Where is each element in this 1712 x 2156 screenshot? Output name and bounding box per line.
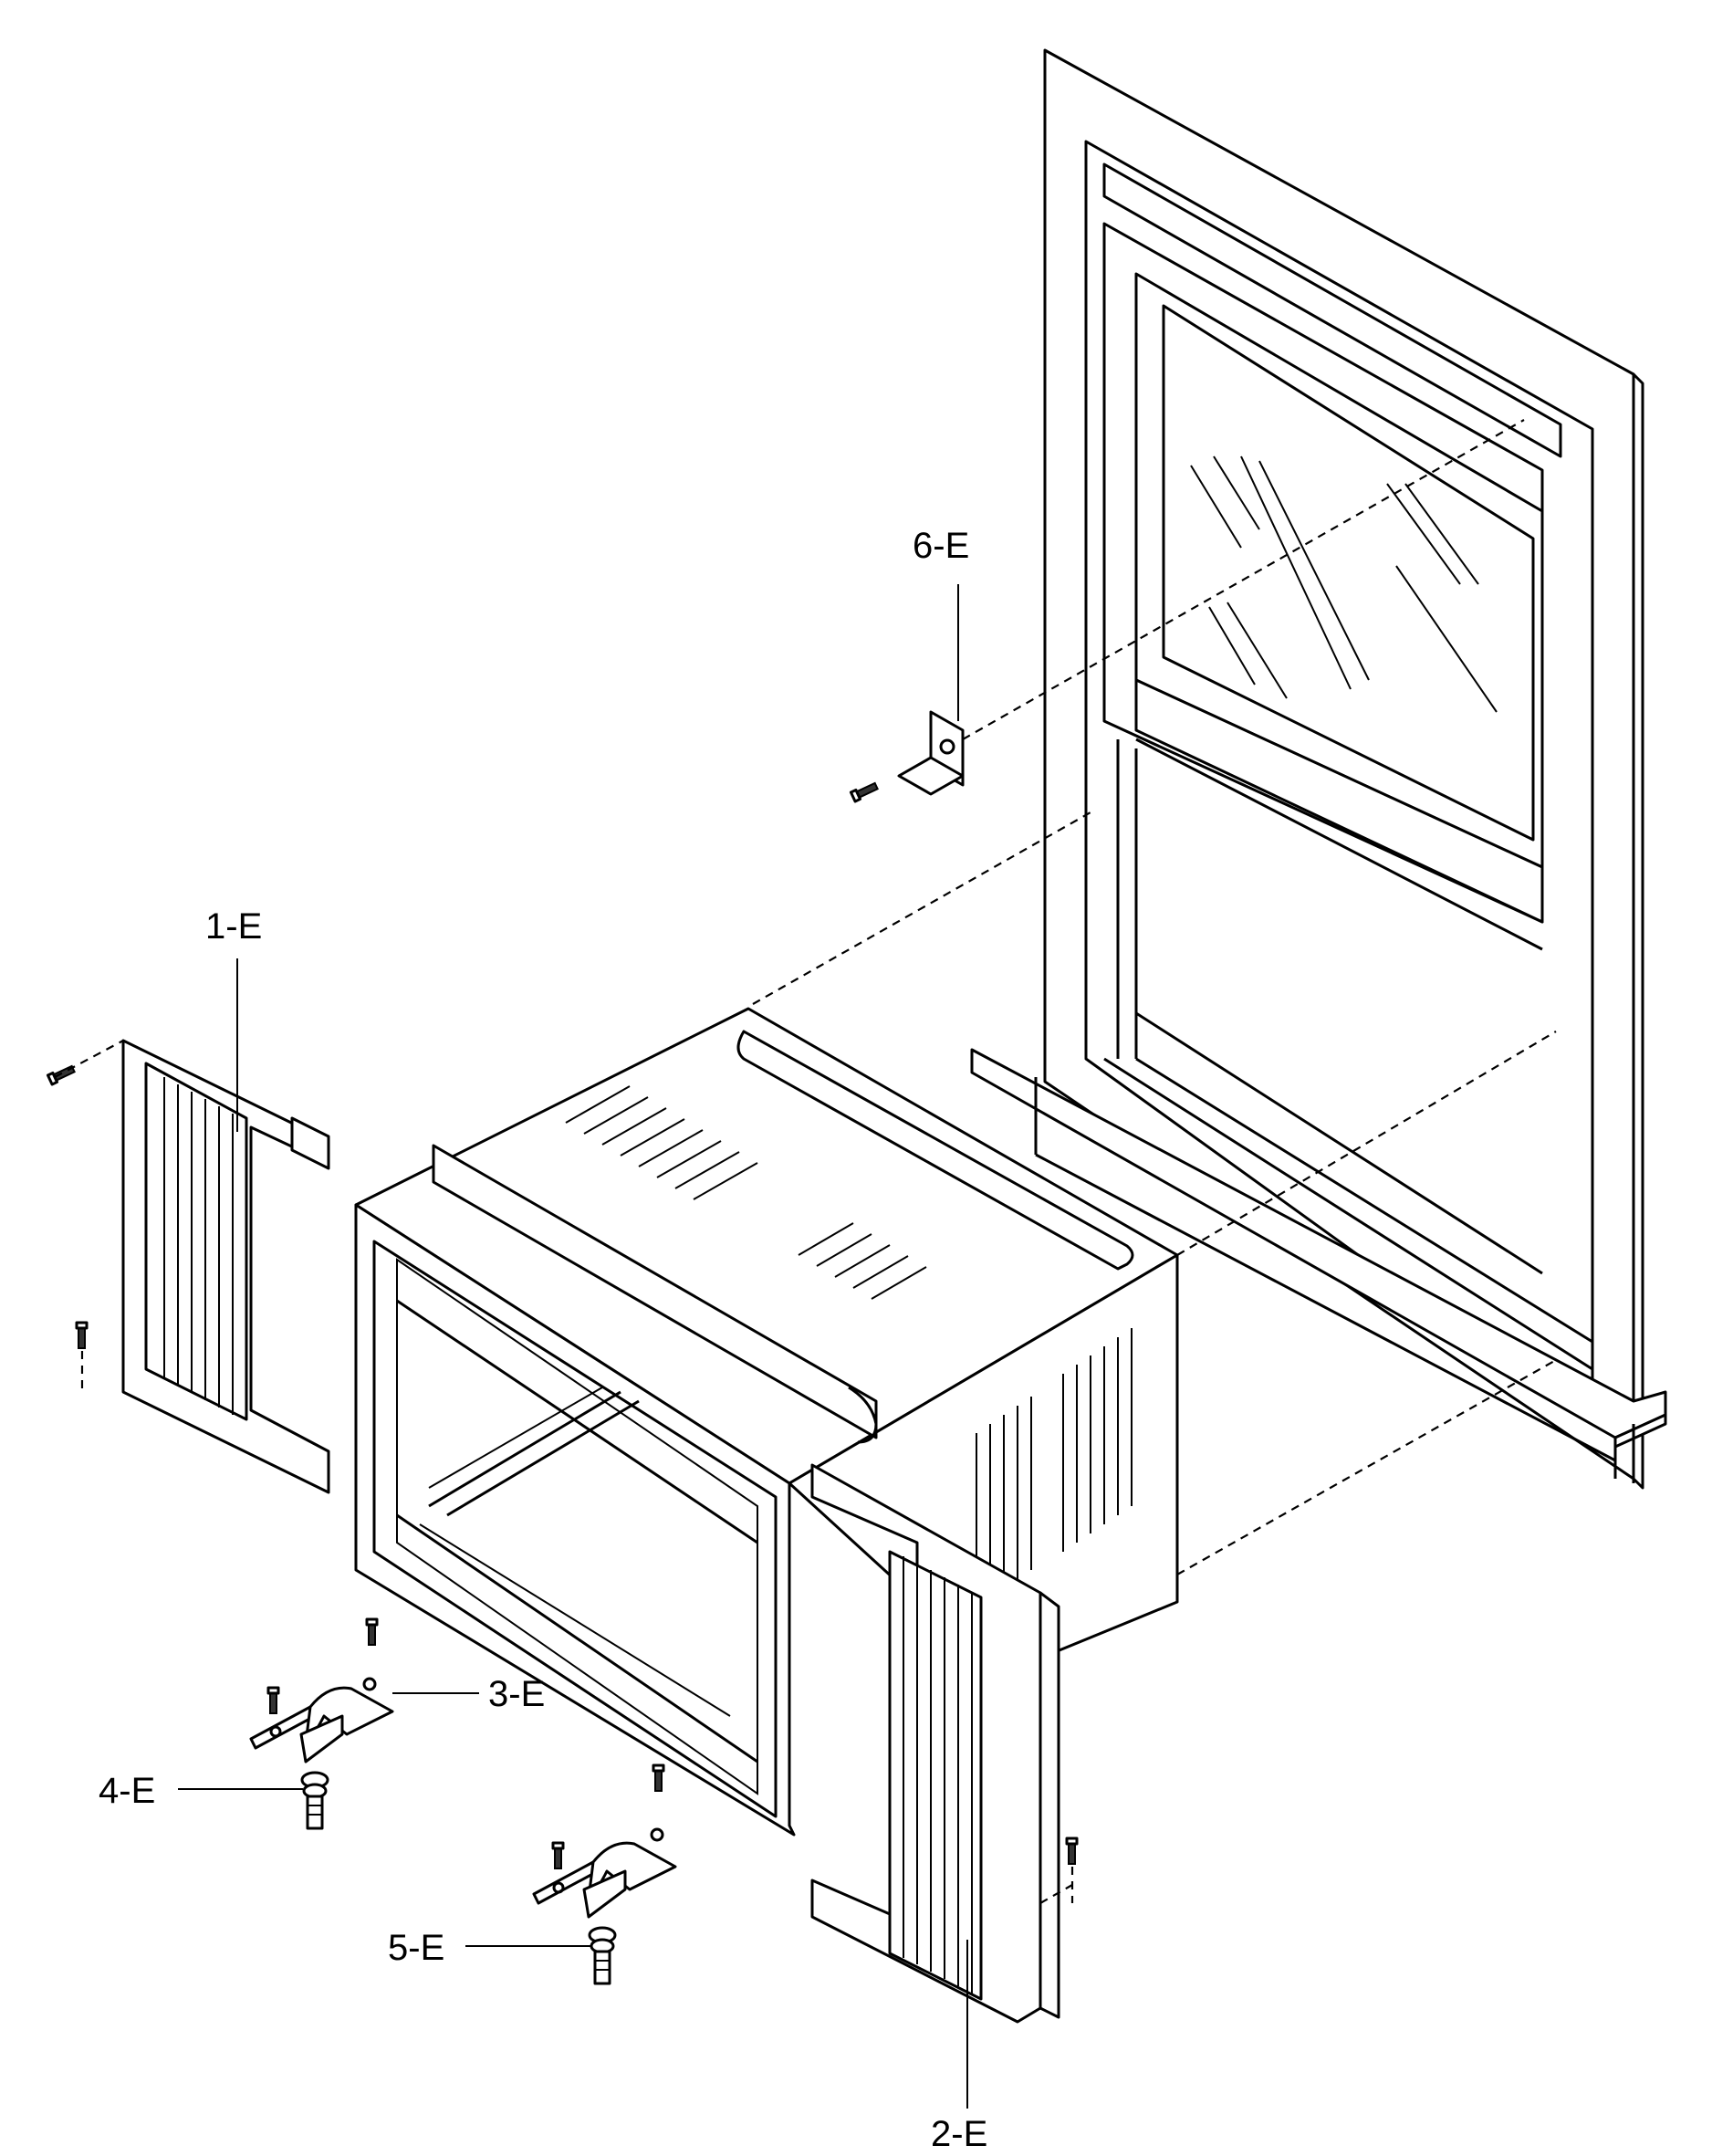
sill-bracket-lower <box>532 1827 677 1919</box>
right-curtain-panel <box>810 1463 1060 2024</box>
assembly-lines <box>54 419 1557 1904</box>
label-5e: 5-E <box>388 1928 445 1968</box>
label-4e: 4-E <box>99 1771 156 1811</box>
bolt-5e <box>588 1926 617 1985</box>
left-curtain-panel <box>121 1039 330 1494</box>
glass-reflections <box>1190 455 1498 713</box>
screws <box>46 781 1079 1869</box>
sill-bracket-upper <box>249 1677 394 1764</box>
window-frame <box>970 48 1667 1490</box>
window-glass <box>1162 304 1535 842</box>
angle-bracket <box>897 710 965 796</box>
label-6e: 6-E <box>913 526 970 566</box>
side-vents <box>976 1328 1133 1607</box>
callout-leaders <box>178 584 968 2109</box>
label-1e: 1-E <box>205 906 263 947</box>
top-rail <box>432 1144 878 1439</box>
top-vents-front <box>798 1222 927 1300</box>
label-3e: 3-E <box>488 1674 546 1714</box>
bolt-4e <box>300 1771 329 1830</box>
ac-cabinet <box>354 1007 1179 1837</box>
top-vents-back <box>565 1085 758 1200</box>
label-2e: 2-E <box>931 2114 988 2154</box>
